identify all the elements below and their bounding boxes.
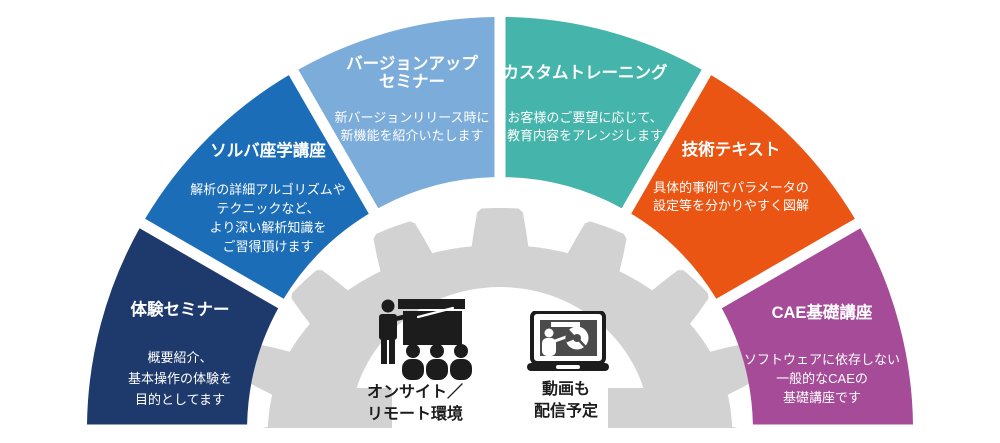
segment-body-line: 設定等を分かりやすく図解 (652, 198, 810, 213)
segment-body-line: 解析の詳細アルゴリズムや (190, 182, 346, 197)
segment-body-line: 新バージョンリリース時に (334, 110, 490, 125)
segment-body-line: 一般的なCAEの (776, 371, 868, 386)
segment-body-line: 教育内容をアレンジします (506, 128, 664, 143)
segment-body-line: 概要紹介、 (147, 350, 213, 365)
segment-shape-version-up-seminar (298, 17, 495, 209)
segment-title-technical-text: 技術テキスト (682, 141, 781, 159)
segment-title-cae-basic-course: CAE基礎講座 (772, 304, 873, 322)
segment-body-line: より深い解析知識を (209, 220, 327, 235)
segment-title-line: 技術テキスト (681, 141, 781, 159)
segment-body-line: 基本操作の体験を (127, 371, 233, 386)
segment-title-line: ソルバ座学講座 (210, 142, 326, 160)
segment-title-solver-lecture: ソルバ座学講座 (210, 142, 326, 160)
segment-title-custom-training: カスタムトレーニング (503, 64, 668, 82)
segment-body-trial-seminar: 概要紹介、基本操作の体験を目的としてます (128, 347, 232, 410)
segment-title-version-up-seminar: バージョンアップセミナー (346, 55, 478, 91)
video-streaming-line: 動画も (541, 381, 591, 398)
segment-body-line: お客様のご要望に応じて、 (507, 110, 663, 125)
segment-shape-custom-training (505, 17, 702, 209)
segment-title-line: 体験セミナー (130, 301, 230, 319)
segment-body-line: 目的としてます (135, 392, 225, 407)
laptop-icon (525, 310, 611, 373)
segment-shape-solver-lecture (145, 75, 369, 299)
gear-foot-right (608, 388, 678, 428)
segment-body-version-up-seminar: 新バージョンリリース時に新機能を紹介いたします (334, 109, 489, 145)
segment-title-line: CAE基礎講座 (771, 304, 873, 322)
onsite-remote-label: オンサイト／ リモート環境 (367, 382, 463, 426)
segment-shape-cae-basic-course (721, 228, 913, 425)
segment-body-cae-basic-course: ソフトウェアに依存しない一般的なCAEの基礎講座です (744, 350, 900, 407)
segment-body-line: 新機能を紹介いたします (340, 128, 484, 143)
onsite-remote-line: オンサイト／ (367, 384, 464, 401)
segment-body-technical-text: 具体的事例でパラメータの設定等を分かりやすく図解 (653, 179, 809, 215)
segment-body-solver-lecture: 解析の詳細アルゴリズムやテクニックなど、より深い解析知識をご習得頂けます (190, 180, 346, 256)
segment-title-line: セミナー (378, 73, 445, 91)
presenter-icon (365, 295, 475, 380)
segment-title-trial-seminar: 体験セミナー (131, 301, 230, 319)
segment-shape-technical-text (631, 75, 855, 299)
segment-body-line: 具体的事例でパラメータの (653, 180, 809, 195)
onsite-remote-line: リモート環境 (367, 406, 464, 423)
segment-title-line: カスタムトレーニング (502, 64, 668, 82)
segment-body-line: テクニックなど、 (216, 201, 320, 216)
gear-foot-left (322, 388, 392, 428)
segment-shape-trial-seminar (87, 228, 279, 425)
segment-body-line: ソフトウェアに依存しない (743, 352, 901, 367)
video-streaming-line: 配信予定 (533, 403, 599, 420)
segment-title-line: バージョンアップ (346, 55, 478, 73)
segment-body-custom-training: お客様のご要望に応じて、教育内容をアレンジします (507, 109, 663, 145)
segment-body-line: 基礎講座です (782, 390, 862, 405)
video-streaming-label: 動画も 配信予定 (534, 379, 598, 423)
gear-icon (243, 208, 757, 428)
segment-body-line: ご習得頂けます (222, 239, 314, 254)
